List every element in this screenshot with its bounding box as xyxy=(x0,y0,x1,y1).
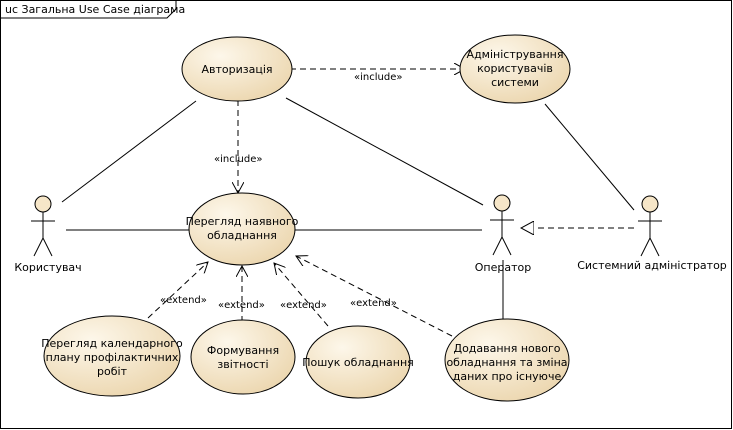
extend-search-view xyxy=(274,263,329,327)
usecase-authorization-label: Авторизація xyxy=(201,63,272,76)
stereotype-labels: «include» «include» «extend» «extend» «e… xyxy=(160,72,402,311)
usecase-addnew-label-line2: обладнання та зміна xyxy=(446,356,567,369)
assoc-auth-operator xyxy=(285,97,484,206)
usecase-user-administration[interactable]: Адміністрування користувачів системи xyxy=(459,34,571,104)
actor-operator[interactable] xyxy=(490,194,514,256)
usecase-authorization[interactable]: Авторизація xyxy=(181,36,293,102)
usecase-admin-label-line1: Адміністрування xyxy=(467,48,564,61)
assoc-user-auth xyxy=(61,100,197,203)
frame-title: uc Загальна Use Case діаграма xyxy=(5,3,185,16)
usecase-calendar-label-line1: Перегляд календарного xyxy=(41,337,183,350)
label-extend-calendar: «extend» xyxy=(160,295,207,306)
usecase-addnew-label-line3: даних про існуюче xyxy=(453,370,562,383)
usecase-equipment-search[interactable]: Пошук обладнання xyxy=(302,325,414,399)
actor-system-admin[interactable] xyxy=(638,195,662,257)
label-extend-reports: «extend» xyxy=(218,300,265,311)
dependencies xyxy=(147,69,634,337)
usecase-admin-label-line2: користувачів xyxy=(477,62,553,75)
usecase-view-label-line2: обладнання xyxy=(207,229,277,242)
actor-user-label: Користувач xyxy=(14,261,81,274)
usecase-calendar-label-line3: робіт xyxy=(97,365,128,378)
assoc-admin-sysadmin xyxy=(544,103,635,211)
label-extend-addnew: «extend» xyxy=(350,298,397,309)
label-include-auth-admin: «include» xyxy=(354,72,402,83)
usecase-add-equipment[interactable]: Додавання нового обладнання та зміна дан… xyxy=(444,318,570,402)
usecase-view-equipment[interactable]: Перегляд наявного обладнання xyxy=(186,192,299,266)
usecase-reporting[interactable]: Формування звітності xyxy=(190,319,296,395)
label-extend-search: «extend» xyxy=(280,300,327,311)
usecase-calendar-label-line2: плану профілактичних xyxy=(46,351,179,364)
usecase-view-label-line1: Перегляд наявного xyxy=(186,215,299,228)
usecase-maintenance-calendar[interactable]: Перегляд календарного плану профілактичн… xyxy=(41,315,183,397)
actor-user[interactable] xyxy=(31,195,55,257)
extend-calendar-view xyxy=(147,262,208,319)
usecase-search-label: Пошук обладнання xyxy=(302,356,414,369)
usecase-addnew-label-line1: Додавання нового xyxy=(453,342,560,355)
actor-system-admin-label: Системний адміністратор xyxy=(577,259,727,272)
usecase-admin-label-line3: системи xyxy=(491,76,539,89)
usecase-reports-label-line2: звітності xyxy=(217,358,268,371)
usecase-reports-label-line1: Формування xyxy=(207,344,279,357)
actor-operator-label: Оператор xyxy=(475,261,531,274)
associations xyxy=(61,97,635,322)
label-include-auth-view: «include» xyxy=(214,154,262,165)
